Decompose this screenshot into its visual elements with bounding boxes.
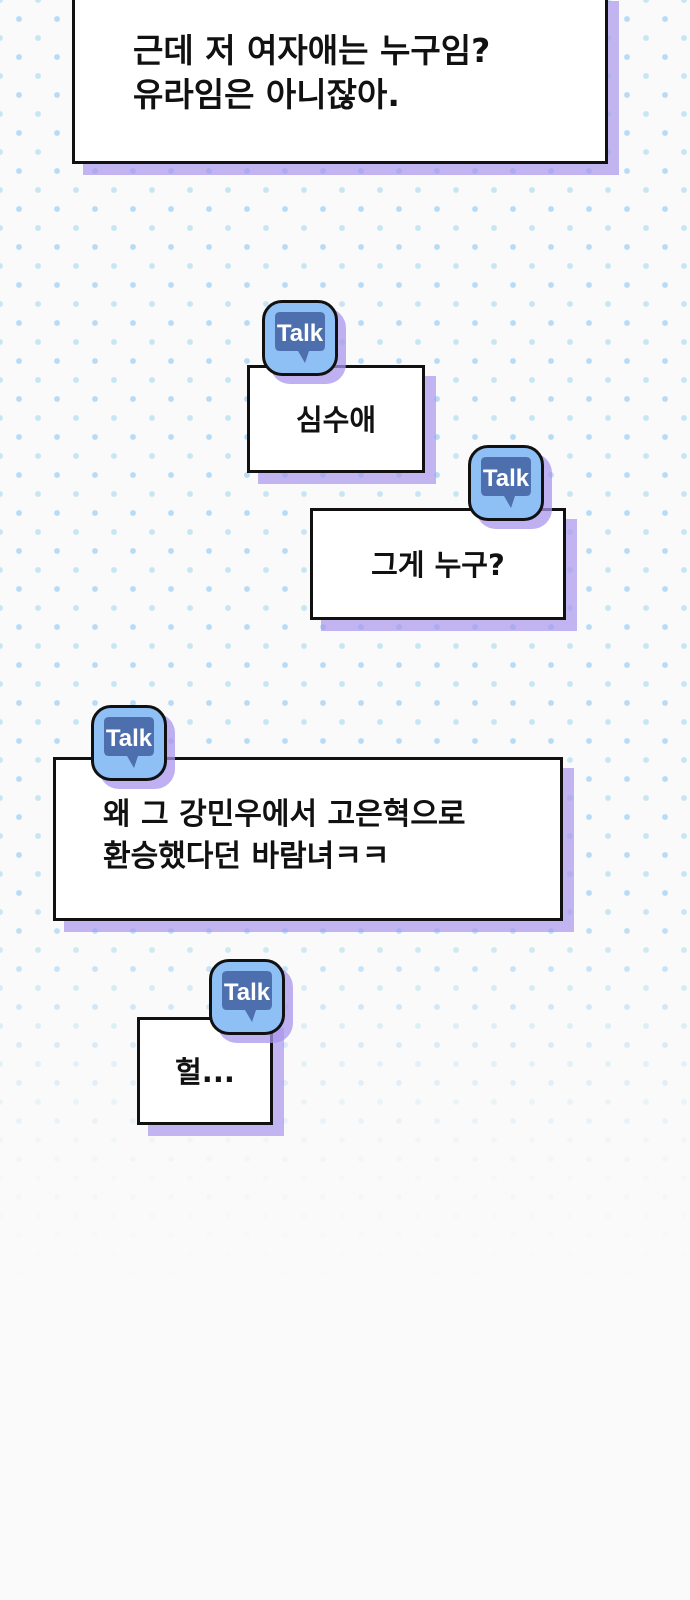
message-box-5: 헐... <box>137 1017 273 1125</box>
talk-icon: Talk <box>468 445 544 521</box>
message-text-1: 근데 저 여자애는 누구임? 유라임은 아니잖아. <box>133 31 491 114</box>
message-box-4: 왜 그 강민우에서 고은혁으로 환승했다던 바람녀ㅋㅋ <box>53 757 563 921</box>
message-text-2: 심수애 <box>295 403 377 437</box>
talk-icon: Talk <box>91 705 167 781</box>
talk-icon: Talk <box>209 959 285 1035</box>
message-text-3: 그게 누구? <box>371 548 505 582</box>
talk-icon: Talk <box>262 300 338 376</box>
svg-text:Talk: Talk <box>483 465 530 492</box>
message-box-2: 심수애 <box>247 365 425 473</box>
message-box-1: 근데 저 여자애는 누구임? 유라임은 아니잖아. <box>72 0 608 164</box>
message-text-4: 왜 그 강민우에서 고은혁으로 환승했다던 바람녀ㅋㅋ <box>103 797 466 874</box>
svg-text:Talk: Talk <box>277 320 324 347</box>
svg-text:Talk: Talk <box>106 725 153 752</box>
svg-text:Talk: Talk <box>224 979 271 1006</box>
message-box-3: 그게 누구? <box>310 508 566 620</box>
message-text-5: 헐... <box>175 1055 235 1089</box>
